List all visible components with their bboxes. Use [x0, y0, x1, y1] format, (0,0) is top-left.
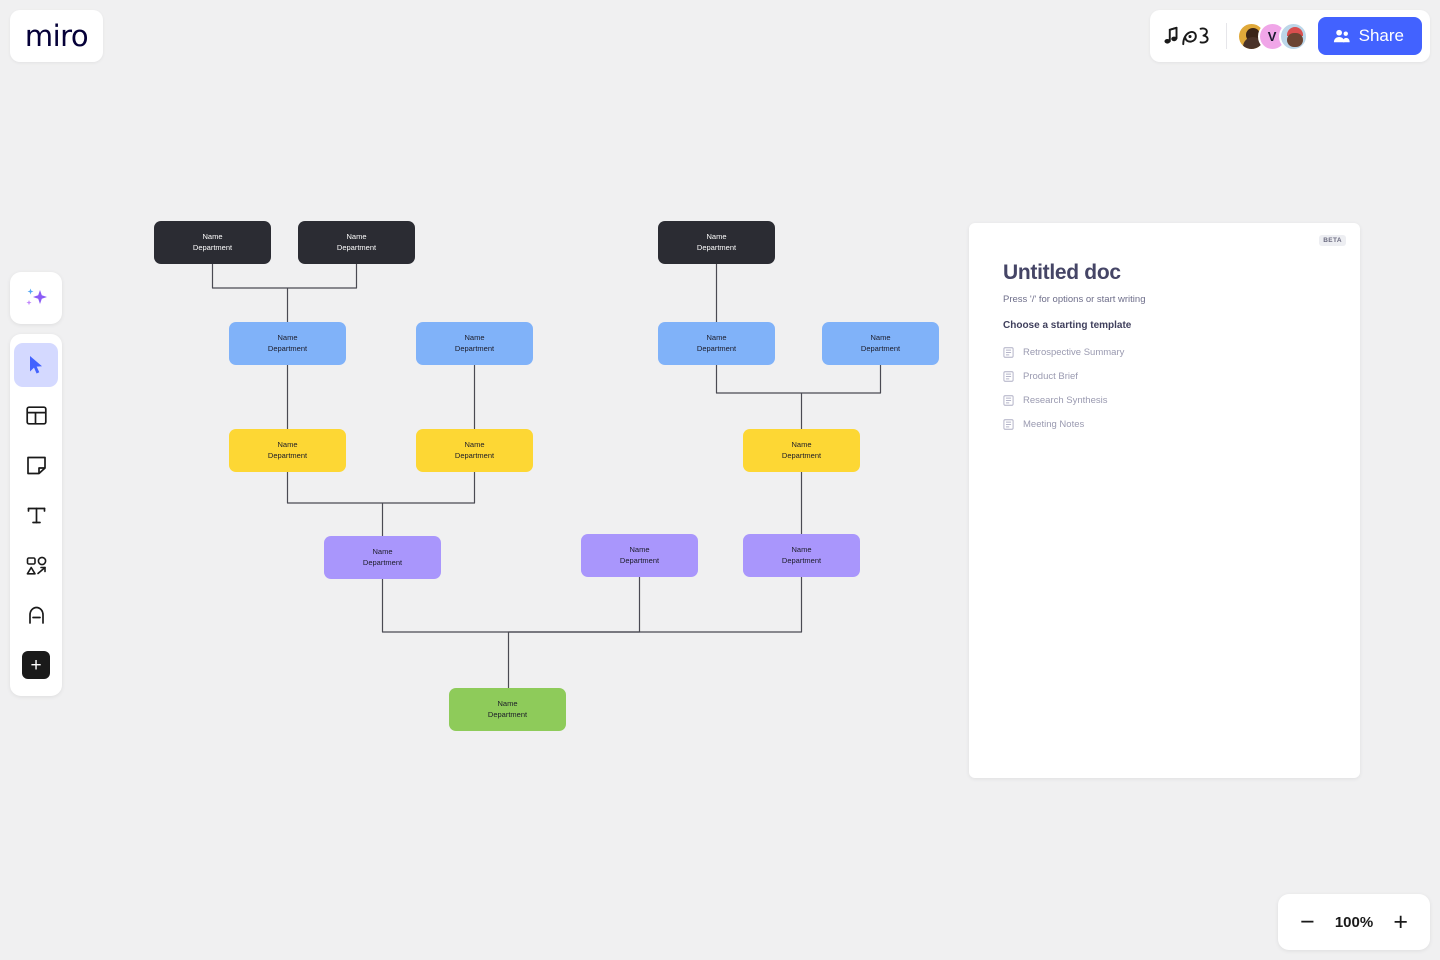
org-node-department: Department — [487, 709, 528, 719]
template-list: Retrospective Summary Product Brief — [1003, 340, 1326, 436]
starting-template-label: Choose a starting template — [1003, 320, 1132, 331]
org-node-name: Name — [346, 232, 367, 242]
org-node-department: Department — [696, 343, 737, 353]
document-icon — [1003, 418, 1014, 430]
template-item-research-synthesis[interactable]: Research Synthesis — [1003, 388, 1326, 412]
org-node-department: Department — [619, 555, 660, 565]
org-node-name: Name — [791, 545, 812, 555]
org-node-d1[interactable]: Name Department — [154, 221, 271, 264]
zoom-out-button[interactable]: − — [1300, 907, 1315, 936]
template-item-meeting-notes[interactable]: Meeting Notes — [1003, 412, 1326, 436]
org-node-name: Name — [202, 232, 223, 242]
select-tool[interactable] — [14, 343, 58, 387]
org-node-g1[interactable]: Name Department — [449, 688, 566, 731]
document-icon — [1003, 394, 1014, 406]
org-node-name: Name — [277, 440, 298, 450]
share-button[interactable]: Share — [1317, 17, 1422, 55]
zoom-in-button[interactable]: + — [1393, 907, 1408, 936]
templates-icon — [25, 405, 47, 425]
more-apps-tool[interactable]: + — [14, 643, 58, 687]
collaborator-avatars: V — [1236, 21, 1308, 51]
org-node-name: Name — [372, 547, 393, 557]
document-icon — [1003, 346, 1014, 358]
org-node-b4[interactable]: Name Department — [822, 322, 939, 365]
template-item-label: Research Synthesis — [1023, 394, 1108, 406]
doc-placeholder-hint: Press '/' for options or start writing — [1003, 294, 1146, 305]
org-node-name: Name — [791, 440, 812, 450]
org-node-name: Name — [706, 333, 727, 343]
org-node-name: Name — [464, 440, 485, 450]
org-node-y3[interactable]: Name Department — [743, 429, 860, 472]
org-node-name: Name — [464, 333, 485, 343]
template-item-label: Product Brief — [1023, 370, 1078, 382]
org-node-p3[interactable]: Name Department — [743, 534, 860, 577]
org-node-d3[interactable]: Name Department — [658, 221, 775, 264]
ai-sparkle-tool[interactable] — [10, 272, 62, 324]
org-node-name: Name — [706, 232, 727, 242]
miro-logo[interactable]: miro — [10, 10, 103, 62]
template-item-label: Retrospective Summary — [1023, 346, 1125, 358]
shapes-tool[interactable] — [14, 543, 58, 587]
org-node-d2[interactable]: Name Department — [298, 221, 415, 264]
org-node-name: Name — [277, 333, 298, 343]
top-right-bar: V Share — [1149, 10, 1430, 62]
org-node-department: Department — [267, 343, 308, 353]
org-node-department: Department — [781, 450, 822, 460]
template-item-label: Meeting Notes — [1023, 418, 1085, 430]
document-panel[interactable]: BETA Untitled doc Press '/' for options … — [969, 223, 1360, 778]
templates-tool[interactable] — [14, 393, 58, 437]
beta-badge: BETA — [1319, 235, 1346, 246]
text-icon — [27, 507, 45, 523]
template-item-retrospective-summary[interactable]: Retrospective Summary — [1003, 340, 1326, 364]
sticky-note-icon — [26, 456, 46, 474]
org-node-department: Department — [696, 242, 737, 252]
org-node-department: Department — [336, 242, 377, 252]
org-node-department: Department — [781, 555, 822, 565]
text-tool[interactable] — [14, 493, 58, 537]
org-node-department: Department — [192, 242, 233, 252]
collaborator-avatar-3[interactable] — [1278, 21, 1308, 51]
doc-title[interactable]: Untitled doc — [1003, 261, 1121, 284]
org-node-b3[interactable]: Name Department — [658, 322, 775, 365]
org-node-b1[interactable]: Name Department — [229, 322, 346, 365]
org-node-y2[interactable]: Name Department — [416, 429, 533, 472]
topbar-divider — [1225, 23, 1227, 49]
miro-logo-text: miro — [24, 19, 89, 53]
sticky-note-tool[interactable] — [14, 443, 58, 487]
share-button-label: Share — [1358, 26, 1404, 45]
template-item-product-brief[interactable]: Product Brief — [1003, 364, 1326, 388]
org-node-p2[interactable]: Name Department — [581, 534, 698, 577]
zoom-control: − 100% + — [1278, 894, 1430, 950]
zoom-level-value: 100% — [1334, 913, 1374, 931]
org-node-b2[interactable]: Name Department — [416, 322, 533, 365]
plus-icon: + — [22, 651, 50, 679]
org-node-department: Department — [454, 343, 495, 353]
org-node-department: Department — [860, 343, 901, 353]
org-node-department: Department — [454, 450, 495, 460]
document-icon — [1003, 370, 1014, 382]
sparkle-icon — [26, 288, 47, 306]
org-node-department: Department — [362, 557, 403, 567]
music-doodle-icon[interactable] — [1164, 23, 1216, 49]
org-node-y1[interactable]: Name Department — [229, 429, 346, 472]
shapes-connectors-icon — [26, 556, 46, 575]
cursor-icon — [30, 356, 42, 374]
org-node-name: Name — [629, 545, 650, 555]
org-node-name: Name — [870, 333, 891, 343]
org-node-p1[interactable]: Name Department — [324, 536, 441, 579]
left-toolbar: + — [10, 334, 62, 696]
org-node-department: Department — [267, 450, 308, 460]
people-icon — [1333, 29, 1350, 42]
pen-tool[interactable] — [14, 593, 58, 637]
org-node-name: Name — [497, 699, 518, 709]
pen-icon — [28, 606, 44, 624]
